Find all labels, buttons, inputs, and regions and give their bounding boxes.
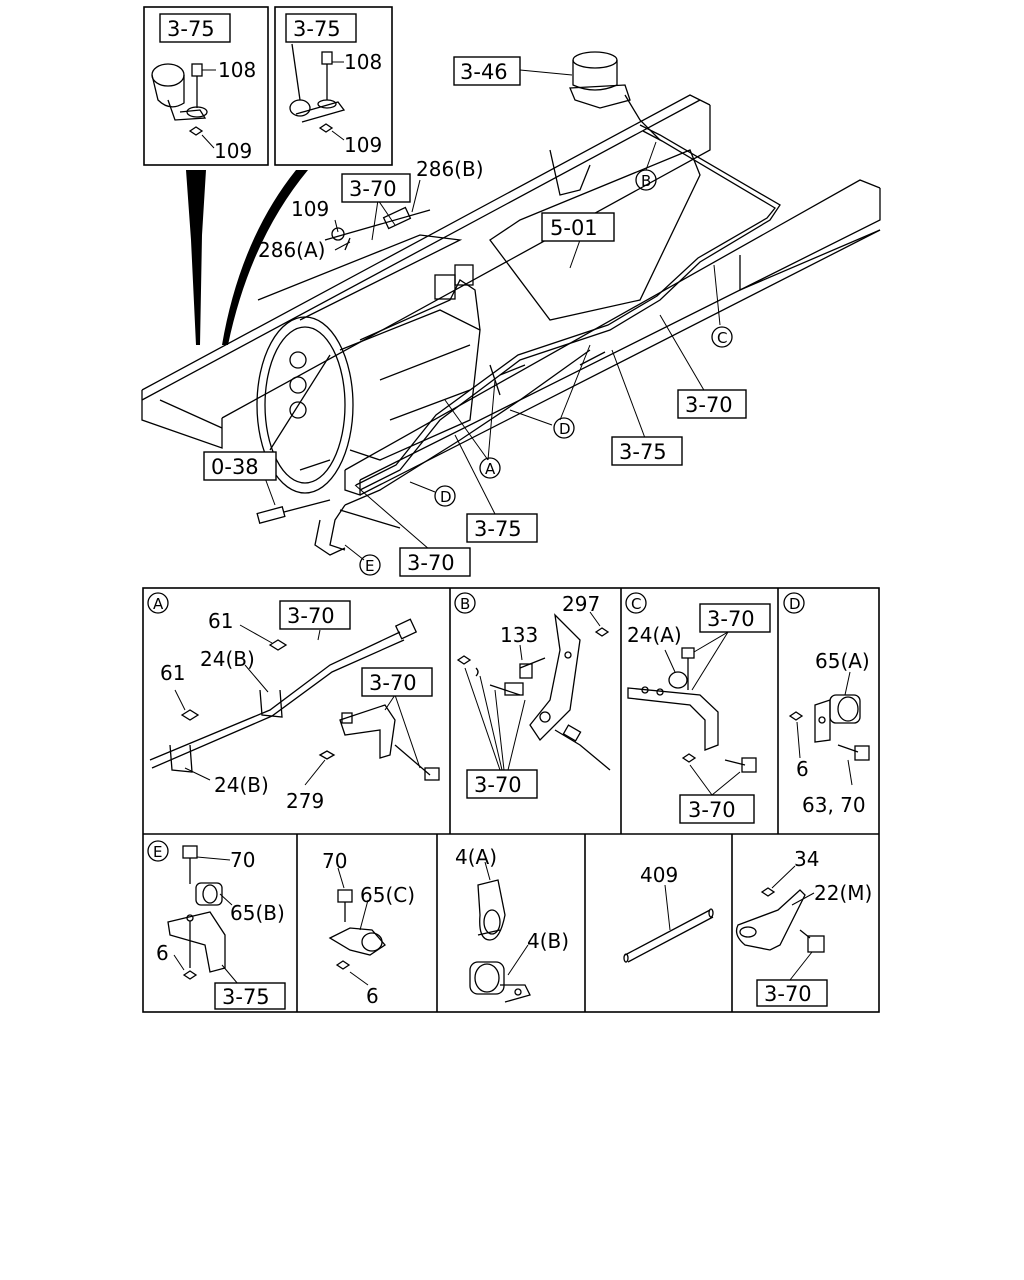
detail-I-drawing <box>735 865 825 981</box>
callout-E: E <box>365 557 374 575</box>
detail-E-ref: 3-75 <box>222 985 270 1009</box>
detail-D-letter: D <box>789 595 801 613</box>
inset-right-ref: 3-75 <box>293 17 341 41</box>
detail-A-p24Bb: 24(B) <box>214 773 269 797</box>
detail-F-drawing <box>328 867 386 986</box>
inset-left-part-109: 109 <box>214 139 252 163</box>
detail-I-p22M: 22(M) <box>814 881 872 905</box>
detail-G-drawing <box>469 861 531 1003</box>
detail-A-p279: 279 <box>286 789 324 813</box>
ref-375-bottom: 3-75 <box>474 517 522 541</box>
ref-501-box <box>541 212 615 242</box>
part-109-main: 109 <box>291 197 329 221</box>
detail-H-drawing <box>623 884 714 963</box>
detail-B-ref: 3-70 <box>474 773 522 797</box>
callout-B: B <box>641 172 651 190</box>
callout-D2: D <box>440 488 452 506</box>
detail-E-p6: 6 <box>156 941 169 965</box>
ref-370-bottom-box <box>399 547 471 577</box>
detail-D-p63: 63, 70 <box>802 793 866 817</box>
ref-370-top: 3-70 <box>349 177 397 201</box>
inset-right-part-108: 108 <box>344 50 382 74</box>
detail-D-p65A: 65(A) <box>815 649 870 673</box>
detail-E-drawing <box>167 845 239 985</box>
callout-D2-circle <box>434 485 456 507</box>
detail-A-drawing <box>149 618 440 786</box>
detail-I-ref: 3-70 <box>764 982 812 1006</box>
detail-F-p70: 70 <box>322 849 347 873</box>
detail-G-p4B: 4(B) <box>527 929 569 953</box>
inset-left-part-108: 108 <box>218 58 256 82</box>
callout-B-circle <box>635 169 657 191</box>
detail-I-p34: 34 <box>794 847 819 871</box>
ref-346-box <box>453 56 521 86</box>
ref-038: 0-38 <box>211 455 259 479</box>
callout-E-circle <box>359 554 381 576</box>
callout-D1-circle <box>553 417 575 439</box>
inset-right-ref-box <box>285 13 357 43</box>
detail-B-p133: 133 <box>500 623 538 647</box>
inset-right-clamp-drawing <box>289 43 346 141</box>
detail-D-p6: 6 <box>796 757 809 781</box>
detail-E-p65B: 65(B) <box>230 901 285 925</box>
detail-C-letter: C <box>631 595 641 613</box>
detail-E-p70: 70 <box>230 848 255 872</box>
ref-375-right: 3-75 <box>619 440 667 464</box>
detail-B-p297: 297 <box>562 592 600 616</box>
inset-right-frame <box>274 6 393 166</box>
ref-370-right: 3-70 <box>685 393 733 417</box>
ref-038-box <box>203 451 277 481</box>
detail-A-ref1: 3-70 <box>287 604 335 628</box>
callout-D1: D <box>559 420 571 438</box>
brake-pipe-drawing <box>256 124 781 556</box>
main-leader-lines <box>264 69 721 561</box>
detail-A-p24Ba: 24(B) <box>200 647 255 671</box>
detail-C-p24A: 24(A) <box>627 623 682 647</box>
valve-unit-drawing <box>569 51 661 141</box>
ref-370-top-box <box>341 173 411 203</box>
transmission-drawing <box>256 264 481 494</box>
detail-A-ref2: 3-70 <box>369 671 417 695</box>
ref-346: 3-46 <box>460 60 508 84</box>
detail-A-letter: A <box>153 595 164 613</box>
callout-A: A <box>485 460 496 478</box>
part-286B: 286(B) <box>416 157 484 181</box>
ref-370-right-box <box>677 389 747 419</box>
detail-B-letter: B <box>460 595 470 613</box>
callout-C: C <box>717 329 727 347</box>
detail-C-ref2: 3-70 <box>688 798 736 822</box>
detail-D-drawing <box>788 671 870 786</box>
inset-left-pointer <box>186 170 206 345</box>
ref-375-right-box <box>611 436 683 466</box>
detail-F-p65C: 65(C) <box>360 883 415 907</box>
detail-F-p6: 6 <box>366 984 379 1008</box>
detail-A-p61a: 61 <box>208 609 233 633</box>
ref-370-bottom: 3-70 <box>407 551 455 575</box>
detail-C-drawing <box>627 631 757 796</box>
inset-right-pointer <box>222 170 308 345</box>
callout-C-circle <box>711 326 733 348</box>
inset-left-clamp-drawing <box>151 63 216 149</box>
detail-H-p409: 409 <box>640 863 678 887</box>
detail-G-p4A: 4(A) <box>455 845 497 869</box>
chassis-frame-drawing <box>141 94 881 496</box>
inset-left-ref-box <box>159 13 231 43</box>
callout-A-circle <box>479 457 501 479</box>
detail-grid-frame <box>142 587 880 1013</box>
part-286A: 286(A) <box>258 238 325 262</box>
detail-A-p61b: 61 <box>160 661 185 685</box>
ref-501: 5-01 <box>550 216 598 240</box>
detail-C-ref1: 3-70 <box>707 607 755 631</box>
inset-left-ref: 3-75 <box>167 17 215 41</box>
ref-375-bottom-box <box>466 513 538 543</box>
detail-E-letter: E <box>153 843 162 861</box>
inset-left-frame <box>143 6 269 166</box>
inset-right-part-109: 109 <box>344 133 382 157</box>
detail-B-drawing <box>456 611 611 771</box>
